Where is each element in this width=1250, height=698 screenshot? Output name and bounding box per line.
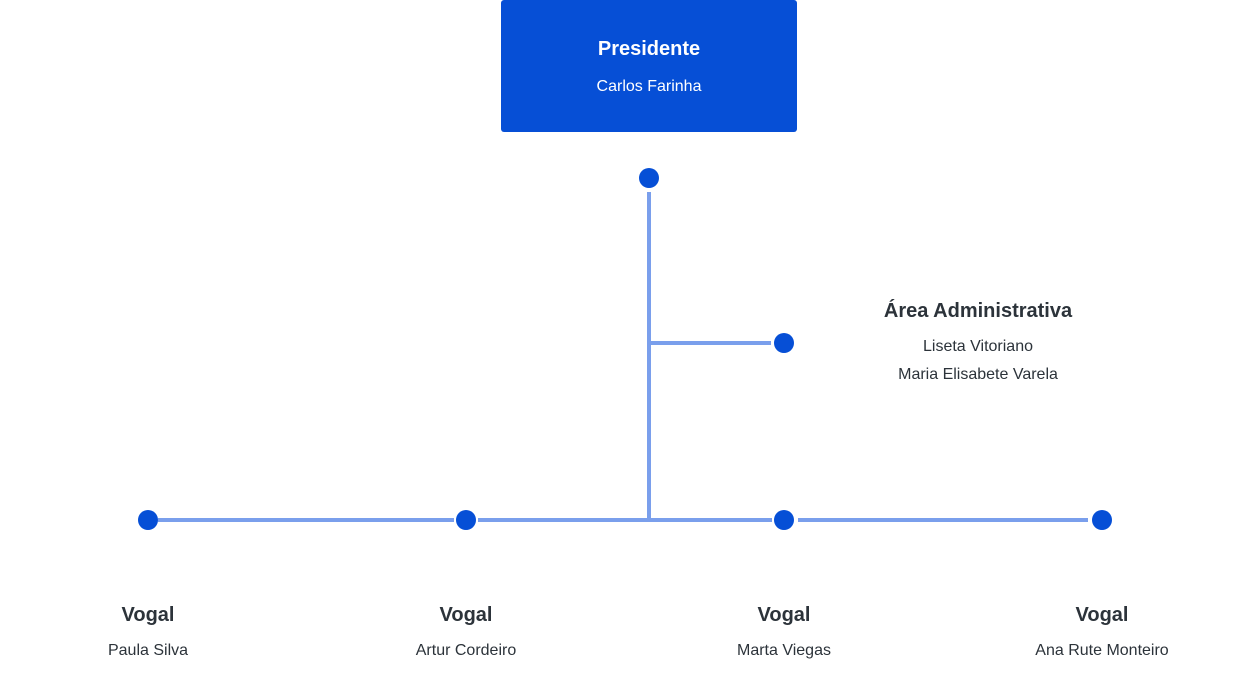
vogal-block-1: Vogal Paula Silva: [18, 602, 278, 665]
vogal-name-3: Marta Viegas: [737, 642, 831, 659]
vogal-title-4: Vogal: [1075, 604, 1129, 626]
vogal-name-2: Artur Cordeiro: [415, 642, 517, 659]
president-node: [639, 168, 659, 188]
vogal-name-1: Paula Silva: [107, 642, 189, 659]
vogal-name-4: Ana Rute Monteiro: [1035, 642, 1169, 659]
president-box: Presidente Carlos Farinha: [501, 0, 797, 132]
vogal-line-2: [478, 518, 772, 522]
vogal-line-3: [798, 518, 1088, 522]
admin-area-block: Área Administrativa Liseta Vitoriano Mar…: [848, 298, 1108, 389]
admin-member-1: Liseta Vitoriano: [923, 338, 1033, 355]
vogal-node-1: [138, 510, 158, 530]
vertical-trunk-line: [647, 192, 651, 520]
vogal-node-2: [456, 510, 476, 530]
vogal-title-1: Vogal: [121, 604, 175, 626]
vogal-line-1: [158, 518, 454, 522]
vogal-title-3: Vogal: [757, 604, 811, 626]
vogal-block-4: Vogal Ana Rute Monteiro: [972, 602, 1232, 665]
admin-branch-line: [651, 341, 771, 345]
vogal-node-3: [774, 510, 794, 530]
president-title: Presidente: [597, 38, 701, 60]
admin-node: [774, 333, 794, 353]
admin-area-title: Área Administrativa: [883, 300, 1073, 322]
admin-member-2: Maria Elisabete Varela: [898, 366, 1058, 383]
vogal-block-3: Vogal Marta Viegas: [654, 602, 914, 665]
president-name: Carlos Farinha: [596, 78, 702, 95]
vogal-node-4: [1092, 510, 1112, 530]
vogal-title-2: Vogal: [439, 604, 493, 626]
vogal-block-2: Vogal Artur Cordeiro: [336, 602, 596, 665]
